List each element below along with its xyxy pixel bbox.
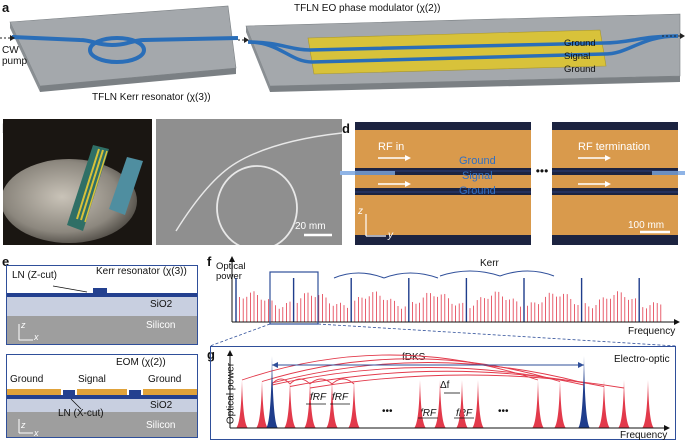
d-ellipsis: ••• bbox=[535, 164, 549, 178]
g-eo-peak bbox=[532, 380, 544, 428]
panel-a-label: a bbox=[2, 0, 10, 15]
g-eo-peak bbox=[256, 380, 268, 428]
f-xlabel: Frequency bbox=[628, 326, 676, 337]
eom-xs-signal: Signal bbox=[78, 374, 106, 385]
g-eo-small-arc bbox=[271, 378, 291, 385]
g-ellipsis-1: ••• bbox=[382, 406, 393, 417]
kerr-cross-section bbox=[6, 265, 198, 345]
coin-chip-photo bbox=[3, 119, 152, 245]
g-eo-peak bbox=[642, 380, 654, 428]
g-eo-peak bbox=[456, 380, 468, 428]
g-eo-arc bbox=[309, 374, 625, 389]
g-eo-peak bbox=[618, 380, 630, 428]
g-frf-2: fRF bbox=[332, 392, 349, 403]
electrode-micrograph-right bbox=[552, 122, 678, 245]
g-eo-arcs bbox=[241, 354, 625, 389]
eo-modulator-label: TFLN EO phase modulator (χ(2)) bbox=[294, 3, 441, 14]
eom-ground-2: Ground bbox=[564, 64, 596, 75]
d-ground-1: Ground bbox=[459, 155, 496, 167]
eom-axis-x: x bbox=[34, 428, 39, 438]
rf-in-label: RF in bbox=[378, 141, 405, 153]
g-fdks-label: fDKS bbox=[402, 352, 426, 363]
d-ground-2: Ground bbox=[459, 185, 496, 197]
kerr-axis-z: z bbox=[21, 320, 26, 330]
g-eo-peak bbox=[284, 380, 296, 428]
g-eo-label: Electro-optic bbox=[614, 354, 670, 365]
kerr-title: Kerr resonator (χ(3)) bbox=[96, 266, 187, 277]
eom-xs-ground-2: Ground bbox=[148, 374, 182, 385]
g-eo-peak bbox=[236, 380, 248, 428]
g-delta-f-label: Δf bbox=[440, 380, 450, 391]
g-eo-peak bbox=[554, 380, 566, 428]
g-eo-arc bbox=[241, 354, 539, 381]
panel-f-label: f bbox=[207, 254, 212, 269]
g-frame bbox=[210, 346, 676, 440]
ring-sem-photo bbox=[156, 119, 342, 245]
g-frf-3: fRF bbox=[420, 408, 437, 419]
d-axis-y: y bbox=[388, 230, 393, 241]
g-eo-peak bbox=[348, 380, 360, 428]
cw-pump-label-1: CW bbox=[2, 45, 19, 56]
d-axis-z: z bbox=[358, 206, 363, 217]
f-kerr-label: Kerr bbox=[480, 258, 499, 269]
eom-axis-z: z bbox=[21, 420, 26, 430]
g-eo-small-arc bbox=[309, 378, 333, 385]
panel-d-label: d bbox=[342, 121, 350, 136]
f-ylabel: Optical power bbox=[216, 261, 246, 282]
f-comb-lines bbox=[235, 278, 662, 322]
eom-signal: Signal bbox=[564, 51, 591, 62]
panel-e-label: e bbox=[2, 254, 10, 269]
eom-cross-section bbox=[6, 354, 198, 438]
panel-c-scale-bar-text: 20 mm bbox=[295, 221, 326, 232]
cw-pump-label-2: pump bbox=[2, 56, 28, 67]
g-eo-arc bbox=[271, 362, 585, 384]
kerr-sio2: SiO2 bbox=[150, 299, 173, 310]
eom-xs-ground-1: Ground bbox=[10, 374, 44, 385]
g-comb-lines bbox=[236, 356, 654, 428]
d-signal: Signal bbox=[462, 170, 493, 182]
kerr-axis-x: x bbox=[34, 332, 39, 342]
g-eo-peak bbox=[472, 380, 484, 428]
kerr-ln-label: LN (Z-cut) bbox=[12, 270, 57, 281]
g-frf-4: fRF bbox=[456, 408, 473, 419]
g-eo-peak bbox=[598, 380, 610, 428]
eom-sio2: SiO2 bbox=[150, 400, 173, 411]
g-dks-peak bbox=[578, 356, 590, 428]
d-scale-bar: 100 mm bbox=[628, 220, 665, 231]
g-eo-small-arc bbox=[331, 378, 355, 385]
g-ellipsis-2: ••• bbox=[498, 406, 509, 417]
eom-ln-label: LN (X-cut) bbox=[58, 408, 104, 419]
g-eo-arc bbox=[261, 358, 561, 382]
g-eo-peak bbox=[434, 380, 446, 428]
g-eo-peak bbox=[414, 380, 426, 428]
g-eo-small-arc bbox=[289, 378, 311, 385]
rf-termination-label: RF termination bbox=[578, 141, 651, 153]
g-frf-1: fRF bbox=[310, 392, 327, 403]
kerr-resonator-label: TFLN Kerr resonator (χ(3)) bbox=[92, 92, 211, 103]
eom-ground-1: Ground bbox=[564, 38, 596, 49]
g-dks-peak bbox=[266, 356, 278, 428]
kerr-silicon: Silicon bbox=[146, 320, 176, 331]
eom-silicon: Silicon bbox=[146, 420, 176, 431]
g-xlabel: Frequency bbox=[620, 430, 668, 441]
eom-title: EOM (χ(2)) bbox=[116, 357, 166, 368]
